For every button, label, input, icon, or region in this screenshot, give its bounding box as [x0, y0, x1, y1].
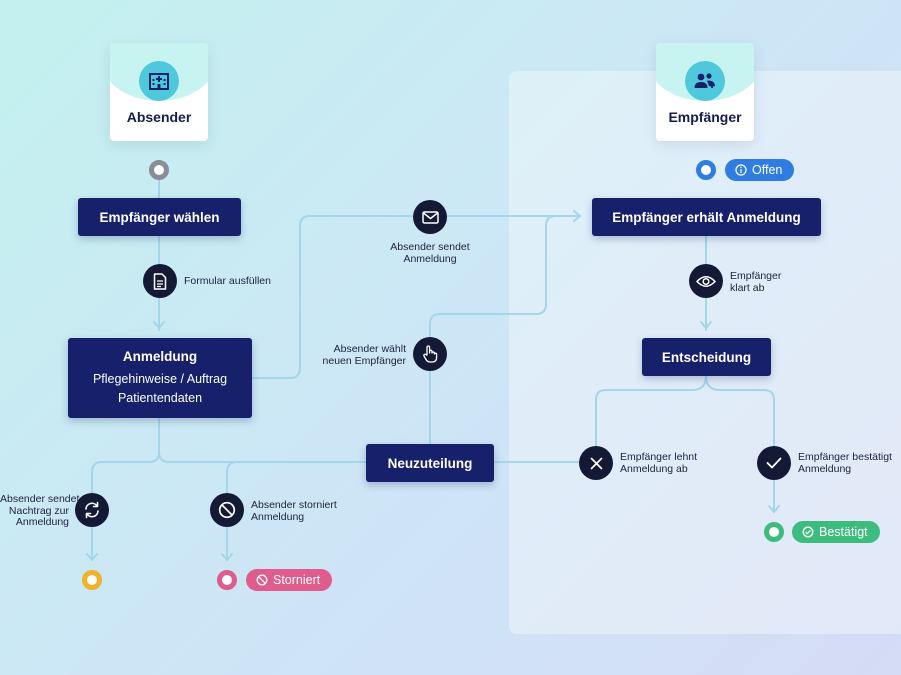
pointer-hand-icon [413, 337, 447, 371]
sender-label: Absender [126, 109, 192, 125]
refresh-icon [75, 493, 109, 527]
hospital-icon [139, 61, 179, 101]
info-icon [735, 164, 747, 176]
document-icon [143, 264, 177, 298]
ban-icon [256, 574, 268, 586]
status-badge-open: Offen [725, 159, 795, 181]
addendum-annotation: Absender sendet Nachtrag zur Anmeldung [0, 493, 80, 528]
reassign-box: Neuzuteilung [366, 444, 494, 482]
status-badge-confirmed: Bestätigt [792, 521, 880, 543]
send-annotation: Absender sendet Anmeldung [390, 241, 470, 265]
registration-title: Anmeldung [122, 348, 198, 364]
receiver-receives-label: Empfänger erhält Anmeldung [612, 209, 801, 225]
registration-sub-patient: Patientendaten [117, 390, 203, 405]
pick-receiver-annotation: Absender wählt neuen Empfänger [322, 343, 406, 367]
cancel-icon [210, 493, 244, 527]
cancel-annotation: Absender storniert Anmeldung [251, 499, 337, 523]
close-icon [579, 446, 613, 480]
cancelled-end-state [217, 570, 237, 590]
receiver-receives-box: Empfänger erhält Anmeldung [592, 198, 821, 236]
receiver-card: Empfänger [656, 43, 754, 141]
confirmed-end-state [764, 522, 784, 542]
registration-sub-care: Pflegehinweise / Auftrag [92, 371, 228, 386]
eye-icon [689, 264, 723, 298]
sender-card: Absender [110, 43, 208, 141]
users-icon [685, 61, 725, 101]
check-icon [757, 446, 791, 480]
reassign-label: Neuzuteilung [387, 455, 473, 471]
open-state [696, 160, 716, 180]
status-badge-open-label: Offen [752, 163, 783, 177]
check-circle-icon [802, 526, 814, 538]
addendum-end-state [82, 570, 102, 590]
mail-icon [413, 200, 447, 234]
status-badge-cancelled-label: Storniert [273, 573, 321, 587]
reject-annotation: Empfänger lehnt Anmeldung ab [620, 451, 698, 475]
decision-label: Entscheidung [661, 349, 752, 365]
status-badge-confirmed-label: Bestätigt [819, 525, 868, 539]
decision-box: Entscheidung [642, 338, 771, 376]
clarify-annotation: Empfänger klart ab [730, 270, 782, 294]
registration-box: Anmeldung Pflegehinweise / Auftrag Patie… [68, 338, 252, 418]
fill-form-annotation: Formular ausfüllen [184, 275, 271, 287]
receiver-label: Empfänger [668, 109, 742, 125]
choose-receiver-label: Empfänger wählen [99, 209, 220, 225]
choose-receiver-box: Empfänger wählen [78, 198, 241, 236]
confirm-annotation: Empfänger bestätigt Anmeldung [798, 451, 892, 475]
status-badge-cancelled: Storniert [246, 569, 333, 591]
start-state [149, 160, 169, 180]
